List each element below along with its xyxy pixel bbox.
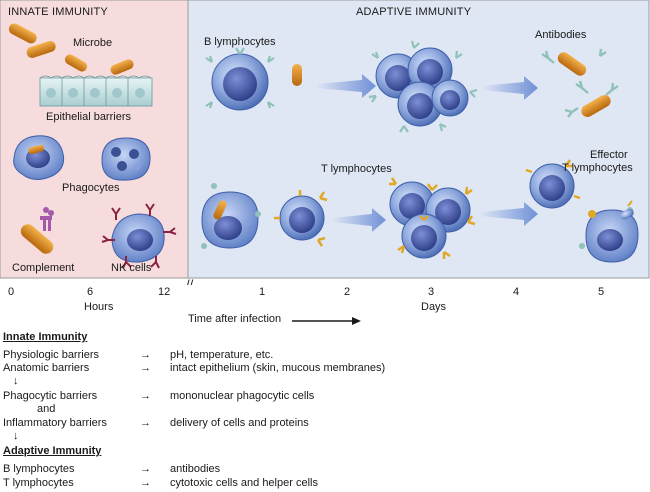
innate-row-result: intact epithelium (skin, mucous membrane…	[170, 362, 386, 374]
t-cell-clone-shape	[389, 177, 476, 259]
right-arrow-icon: →	[140, 349, 151, 361]
adaptive-row-result: cytotoxic cells and helper cells	[170, 477, 318, 489]
adaptive-row-label: T lymphocytes	[3, 477, 74, 489]
day-tick: 5	[598, 286, 605, 298]
b-lymphocyte-shape	[205, 47, 275, 111]
innate-row-label: Physiologic barriers	[3, 349, 99, 361]
right-arrow-icon: →	[140, 390, 151, 402]
time-axis-arrow	[292, 317, 361, 325]
right-arrow-icon: →	[140, 362, 151, 374]
adaptive-row-label: B lymphocytes	[3, 463, 75, 475]
phagocytes-label: Phagocytes	[62, 182, 120, 194]
adaptive-row-result: antibodies	[170, 463, 221, 475]
innate-row-result: pH, temperature, etc.	[170, 349, 274, 361]
hour-tick: 6	[87, 286, 94, 298]
right-arrow-icon: →	[140, 463, 151, 475]
infected-cell-shape	[201, 183, 261, 249]
innate-section-title: Innate Immunity	[3, 331, 88, 343]
effector-label-line2: T lymphocytes	[562, 162, 633, 174]
flow-arrow	[482, 76, 538, 100]
down-arrow-icon: ↓	[13, 375, 19, 387]
innate-row-result: mononuclear phagocytic cells	[170, 390, 315, 402]
b-lymphocytes-label: B lymphocytes	[204, 36, 276, 48]
microbe-label: Microbe	[73, 37, 113, 49]
innate-row-result: delivery of cells and proteins	[170, 417, 309, 429]
complement-shape	[20, 207, 54, 254]
innate-row-label: Phagocytic barriers	[3, 390, 98, 402]
b-cell-clone-shape	[368, 40, 478, 133]
hours-label: Hours	[84, 301, 114, 313]
microbe-shape	[64, 54, 88, 72]
effector-t-cell-shape	[525, 159, 581, 209]
adaptive-section-title: Adaptive Immunity	[3, 445, 102, 457]
microbe-shape	[26, 41, 56, 58]
antibodies-label: Antibodies	[535, 29, 587, 41]
innate-row-label: Anatomic barriers	[3, 362, 90, 374]
day-tick: 4	[513, 286, 520, 298]
right-arrow-icon: →	[140, 477, 151, 489]
microbe-shape	[110, 59, 134, 75]
flow-arrow	[480, 202, 538, 226]
down-arrow-icon: ↓	[13, 430, 19, 442]
nk-cells-label: NK cells	[111, 262, 152, 274]
adaptive-panel-header: ADAPTIVE IMMUNITY	[356, 6, 472, 18]
phagocyte-shape	[13, 135, 65, 180]
flow-arrow	[332, 208, 386, 232]
microbe-shape	[8, 23, 37, 44]
t-lymphocyte-shape	[274, 190, 328, 247]
effector-label-line1: Effector	[590, 149, 628, 161]
and-connector: and	[37, 403, 56, 415]
hour-tick: 0	[8, 286, 15, 298]
days-label: Days	[421, 301, 447, 313]
immunity-illustration: //	[0, 0, 650, 285]
complement-label: Complement	[12, 262, 75, 274]
nk-cell-shape	[101, 203, 177, 269]
microbe-shape	[292, 64, 302, 86]
flow-arrow	[316, 74, 376, 98]
right-arrow-icon: →	[140, 417, 151, 429]
day-tick: 1	[259, 286, 266, 298]
innate-panel-header: INNATE IMMUNITY	[8, 6, 108, 18]
axis-break-mark: //	[186, 277, 194, 285]
antibodies-shape	[541, 48, 619, 118]
phagocyte-shape	[101, 137, 151, 181]
day-tick: 2	[344, 286, 351, 298]
t-lymphocytes-label: T lymphocytes	[321, 163, 392, 175]
time-axis-title: Time after infection	[188, 313, 282, 325]
epithelial-label: Epithelial barriers	[46, 111, 131, 123]
day-tick: 3	[428, 286, 435, 298]
target-cell-shape	[579, 200, 639, 263]
epithelial-barrier-shape	[39, 75, 153, 107]
innate-row-label: Inflammatory barriers	[3, 417, 107, 429]
hour-tick: 12	[158, 286, 171, 298]
